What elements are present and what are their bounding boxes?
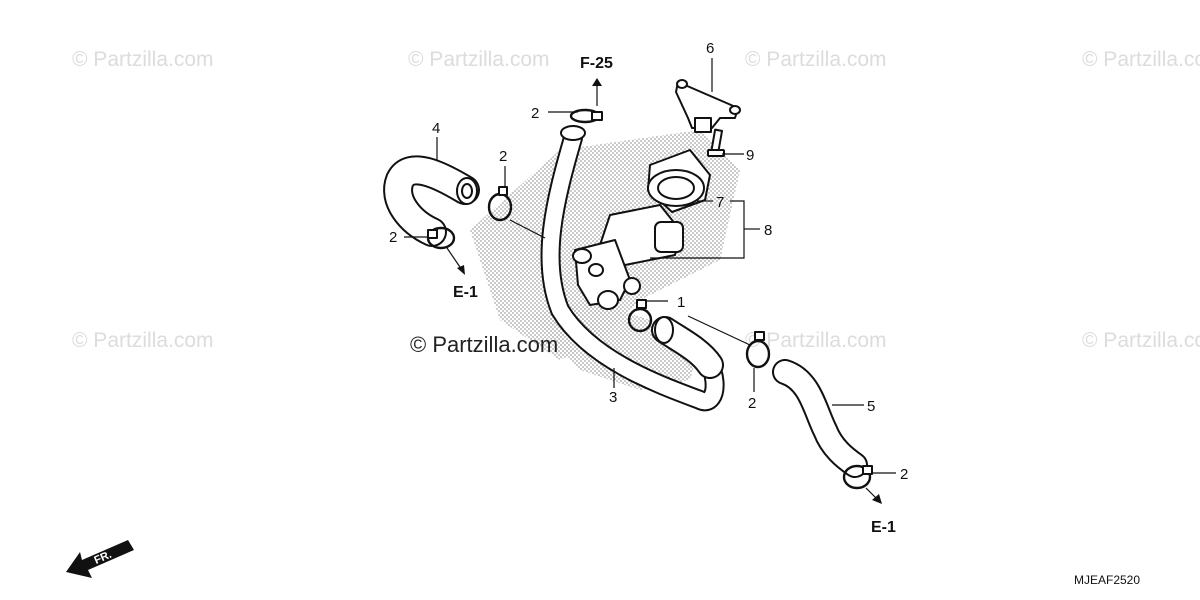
- bolt-9[interactable]: [707, 128, 725, 157]
- callout-5: 5: [867, 398, 875, 415]
- watermark-text: © Partzilla.com: [408, 48, 550, 71]
- callouts: 1 2 2 2 2 2 3 4 5 6 7 8 9: [389, 40, 908, 483]
- hose-short[interactable]: [651, 316, 724, 379]
- callout-2: 2: [748, 395, 756, 412]
- callout-8: 8: [764, 222, 772, 239]
- watermark-text: © Partzilla.com: [745, 329, 887, 352]
- clamp-center[interactable]: [627, 299, 653, 333]
- watermark-main: © Partzilla.com: [410, 332, 558, 357]
- valve-assembly-8[interactable]: [572, 204, 684, 310]
- watermark-text: © Partzilla.com: [72, 48, 214, 71]
- hose-4[interactable]: [383, 155, 480, 247]
- diagram-code: MJEAF2520: [1074, 573, 1140, 587]
- watermark-text: © Partzilla.com: [1082, 329, 1200, 352]
- callout-7: 7: [716, 194, 724, 211]
- watermark-text: © Partzilla.com: [745, 48, 887, 71]
- callout-2: 2: [389, 229, 397, 246]
- reference-label: E-1: [871, 519, 896, 536]
- references: F-25 E-1 E-1: [453, 55, 896, 536]
- watermark-text: © Partzilla.com: [1082, 48, 1200, 71]
- hose-3[interactable]: [540, 125, 725, 411]
- callout-4: 4: [432, 120, 440, 137]
- callout-2: 2: [531, 105, 539, 122]
- clamp-right-lower[interactable]: [842, 464, 873, 490]
- clamp-left-lower[interactable]: [426, 226, 456, 250]
- callout-9: 9: [746, 147, 754, 164]
- reference-label: E-1: [453, 284, 478, 301]
- callout-1: 1: [677, 294, 685, 311]
- watermarks: © Partzilla.com © Partzilla.com © Partzi…: [72, 48, 1200, 352]
- callout-6: 6: [706, 40, 714, 57]
- reference-label: F-25: [580, 55, 613, 72]
- callout-2: 2: [900, 466, 908, 483]
- clamp-left-upper[interactable]: [487, 186, 513, 222]
- callout-3: 3: [609, 389, 617, 406]
- leader-lines: [404, 58, 896, 504]
- front-arrow: FR.: [66, 540, 134, 578]
- clamps: [426, 108, 873, 490]
- callout-2: 2: [499, 148, 507, 165]
- watermark-text: © Partzilla.com: [72, 329, 214, 352]
- hose-5[interactable]: [772, 359, 868, 478]
- clamp-right-upper[interactable]: [745, 331, 771, 369]
- mount-7[interactable]: [647, 149, 711, 213]
- clamp-top[interactable]: [569, 108, 603, 124]
- bracket-6[interactable]: [675, 79, 741, 133]
